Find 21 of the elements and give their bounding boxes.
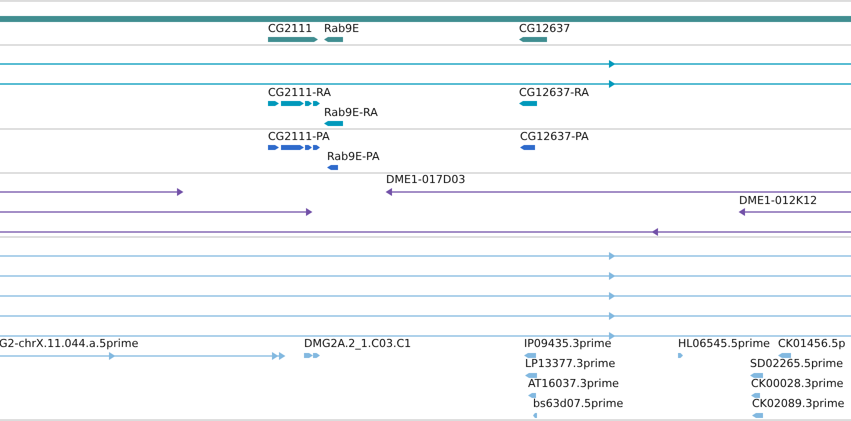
feature-label: CG2111-RA [268,86,331,99]
feature-label: CK00028.3prime [751,377,844,390]
feature-label: Rab9E [324,22,360,35]
feature-label: CG2111-PA [268,130,330,143]
feature-label: DME1-012K12 [739,194,818,207]
feature-label: HL06545.5prime [678,337,770,350]
feature-label: AT16037.3prime [528,377,619,390]
feature-label: CG12637-PA [520,130,589,143]
feature-label: Rab9E-PA [327,150,380,163]
feature-label: Rab9E-RA [324,106,378,119]
feature-label: LP13377.3prime [525,357,616,370]
feature-label: IP09435.3prime [524,337,612,350]
feature-label: CG2111 [268,22,312,35]
feature-label: SD02265.5prime [750,357,843,370]
feature-label: DME1-017D03 [386,173,466,186]
feature-label: DMG2A.2_1.C03.C1 [304,337,412,350]
feature-label: CG12637 [519,22,570,35]
feature-label: bs63d07.5prime [533,397,624,410]
feature-label: CK01456.5p [778,337,846,350]
feature-label: CG12637-RA [519,86,589,99]
feature-label: CK02089.3prime [752,397,844,410]
